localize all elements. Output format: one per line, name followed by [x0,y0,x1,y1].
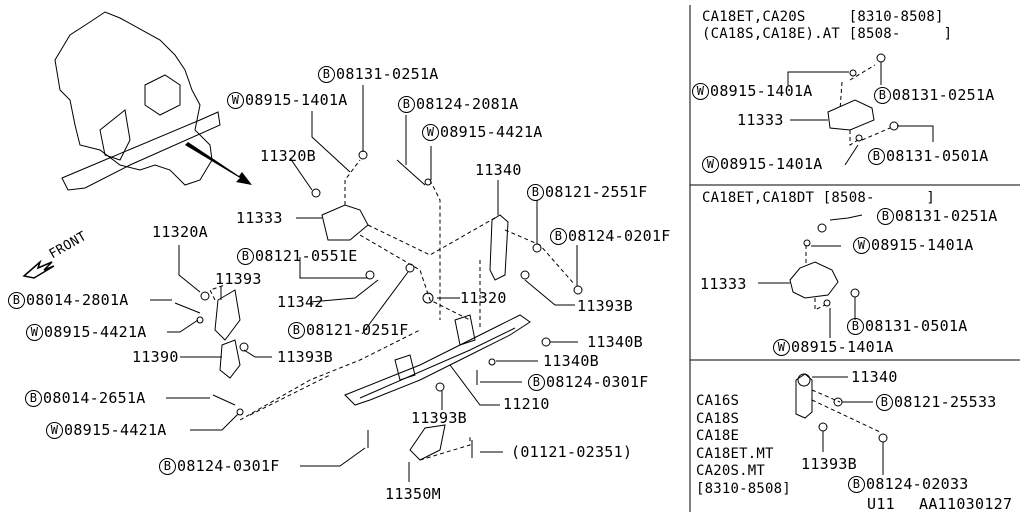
part-label: 11210 [503,395,550,413]
part-label: 11340B [543,352,599,370]
washer-w-icon: W [46,422,63,439]
engine-illustration [54,11,221,191]
bolt-b-icon: B [848,476,865,493]
bolt-b-icon: B [868,148,885,165]
part-label: 11350M [385,485,441,503]
engine-item: CA18E [696,428,740,444]
panel3-drawing [795,373,888,475]
part-label: 11393 [215,270,262,288]
bolt-b-icon: B [876,394,893,411]
bolt-b-icon: B [398,96,415,113]
panel1-header-line1: CA18ET,CA20S [8310-8508] [702,9,944,25]
part-label: 11320B [260,147,316,165]
washer-w-icon: W [422,124,439,141]
panel1-drawing [787,53,934,166]
panel2-header: CA18ET,CA18DT [8508- ] [702,190,935,206]
panel3-part-label: 11340 [851,368,898,386]
front-arrow-icon [22,259,55,279]
bolt-b-icon: B [237,248,254,265]
part-label: 11340B [587,333,643,351]
panel3-engine-list: CA16S CA18S CA18E CA18ET.MT CA20S.MT [83… [696,393,791,498]
part-label: 11320A [152,223,208,241]
bolt-b-icon: B [8,292,25,309]
direction-arrow [185,142,252,185]
part-label: 11393B [577,297,633,315]
washer-w-icon: W [702,156,719,173]
part-label: 11393B [411,409,467,427]
part-label: 11342 [277,293,324,311]
footer-model: U11 [867,495,895,513]
crossmember-11210 [344,314,531,406]
panel2-drawing [758,214,863,338]
bolt-b-icon: B [847,318,864,335]
washer-w-icon: W [227,92,244,109]
engine-item: CA20S.MT [696,463,766,479]
bolt-b-icon: B [318,66,335,83]
panel1-header-line2: (CA18S,CA18E).AT [8508- ] [702,26,953,42]
engine-item: CA18ET.MT [696,445,774,462]
engine-item: CA16S [696,393,740,409]
washer-w-icon: W [853,237,870,254]
bolt-b-icon: B [877,208,894,225]
part-label: 11333 [236,209,283,227]
part-label: 11390 [132,348,179,366]
engine-item: CA18S [696,410,740,427]
part-label: 11340 [475,161,522,179]
bolt-b-icon: B [25,390,42,407]
panel2-part-label: 11333 [700,275,747,293]
leader-lines [150,85,578,482]
bolt-b-icon: B [527,184,544,201]
panel1-part-label: 11333 [737,111,784,129]
part-label: 11393B [277,348,333,366]
part-label: (01121-02351) [511,443,633,461]
washer-w-icon: W [773,339,790,356]
fastener-markers [174,150,583,458]
washer-w-icon: W [692,83,709,100]
bolt-b-icon: B [550,228,567,245]
bolt-b-icon: B [288,322,305,339]
washer-w-icon: W [26,324,43,341]
part-label: 11320 [460,289,507,307]
footer-code: AA11030127 [919,495,1013,513]
panel3-part-label: 11393B [801,455,857,473]
engine-item: [8310-8508] [696,480,791,497]
bolt-b-icon: B [528,374,545,391]
bolt-b-icon: B [874,87,891,104]
bolt-b-icon: B [159,458,176,475]
